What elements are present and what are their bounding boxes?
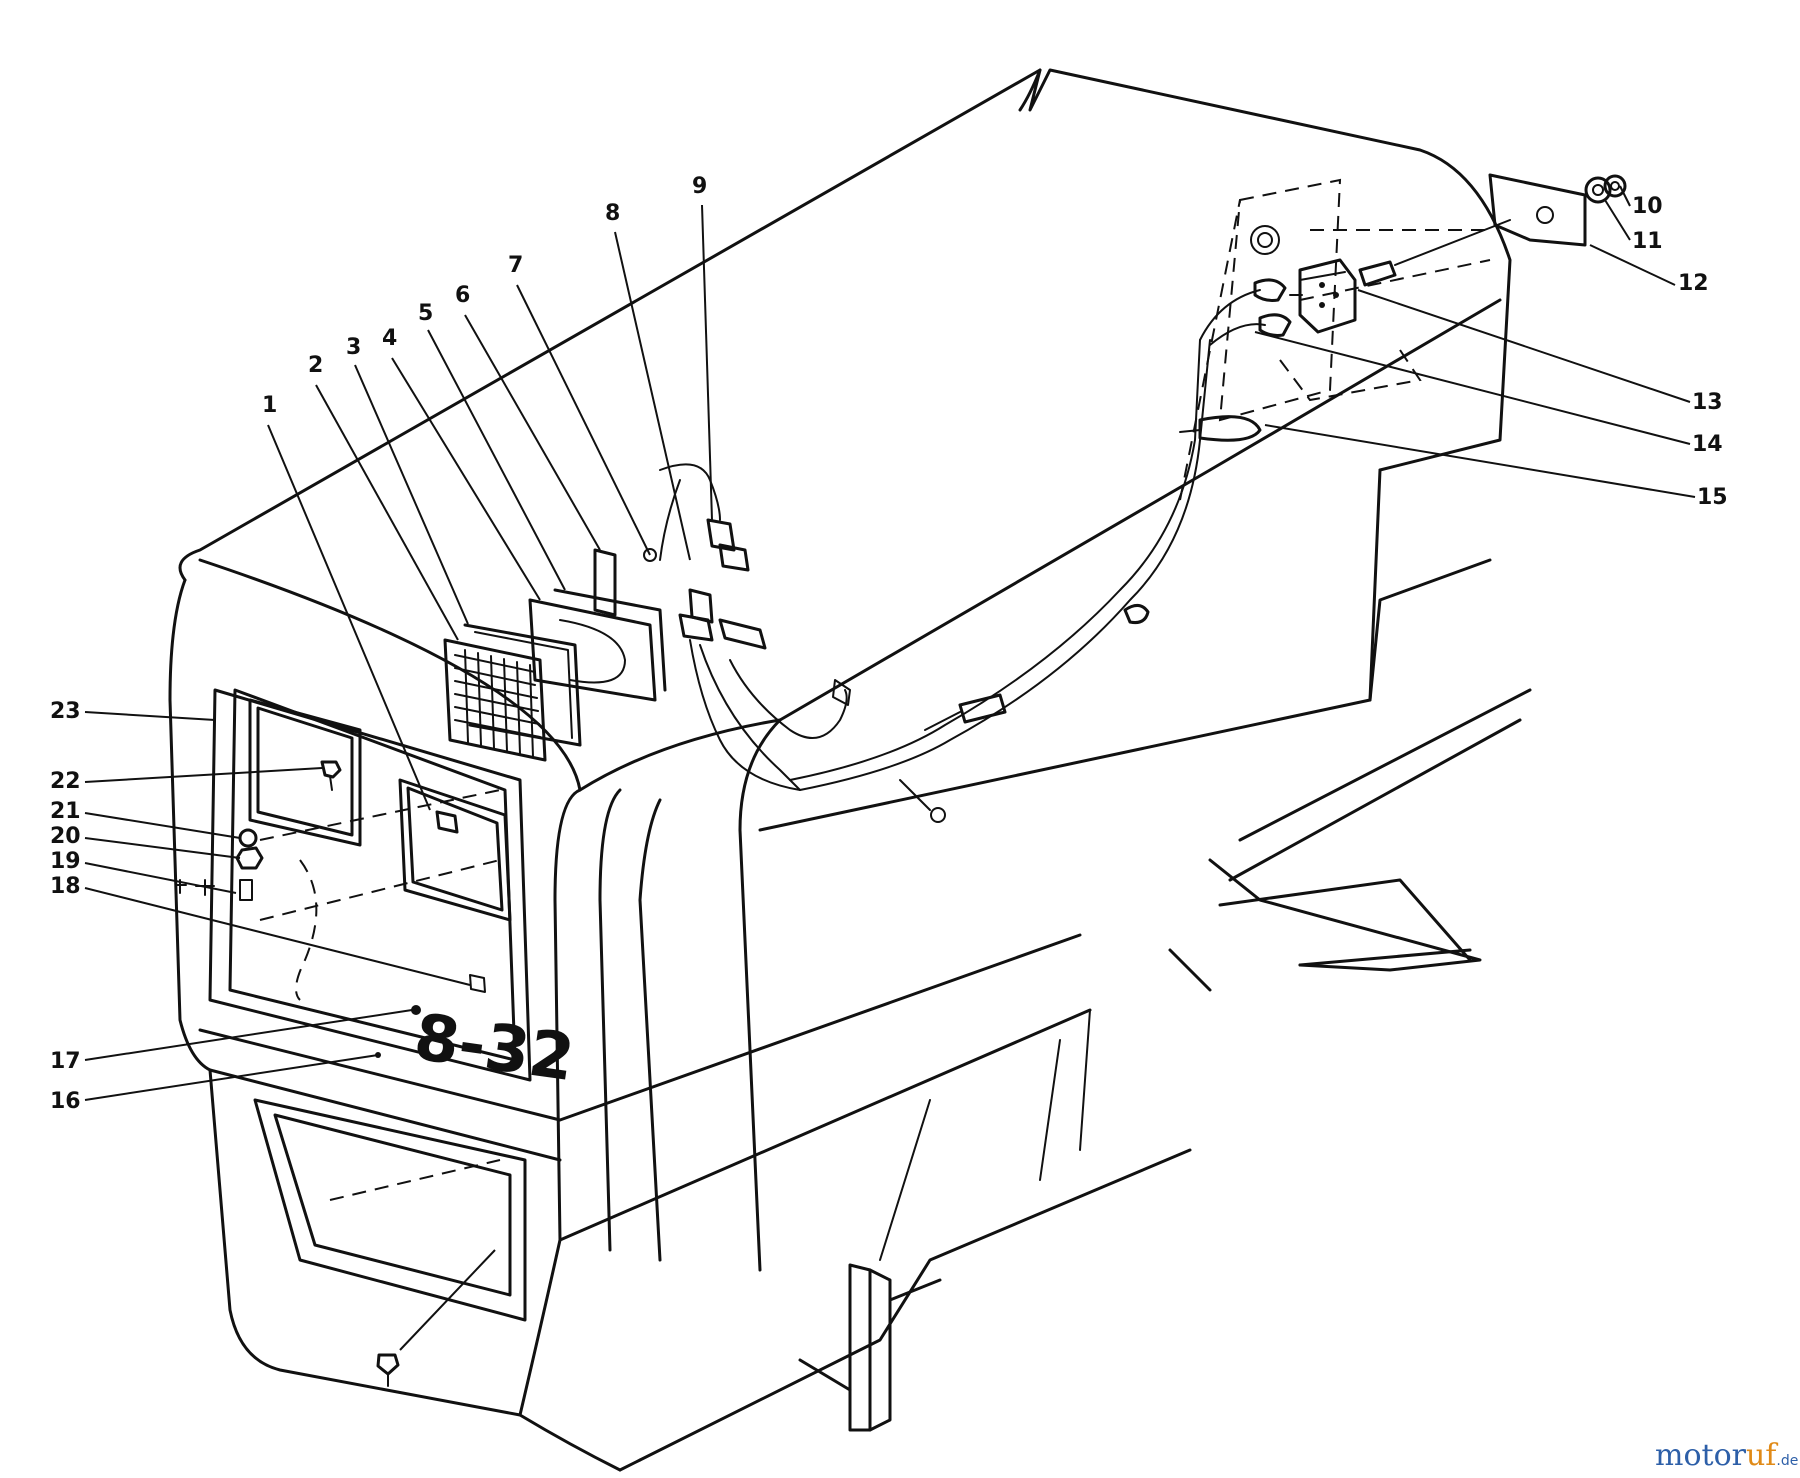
callout-8: 8 [605,201,620,226]
callout-20: 20 [50,824,81,849]
watermark-tld: .de [1776,1453,1798,1469]
callout-19: 19 [50,849,81,874]
wiring-harness [659,278,1292,823]
callout-1: 1 [262,393,277,418]
callout-14: 14 [1692,432,1723,457]
frame-right [1168,688,1532,992]
callout-4: 4 [382,326,397,351]
headlight-lens-grid [454,649,541,758]
callout-labels: 1 2 3 4 5 6 7 8 9 10 11 12 13 14 15 16 1… [50,174,1728,1114]
callout-10: 10 [1632,194,1663,219]
watermark-part2: uf [1746,1438,1778,1473]
svg-text:motoruf.de: motoruf.de [1655,1438,1798,1473]
callout-5: 5 [418,301,433,326]
callout-18: 18 [50,874,81,899]
callout-2: 2 [308,353,323,378]
headlight-assembly [443,548,767,762]
callout-15: 15 [1697,485,1728,510]
dash-panel [1179,173,1627,501]
hood-outline [168,68,1512,1472]
callout-17: 17 [50,1049,81,1074]
watermark-part1: motor [1655,1438,1747,1473]
watermark-logo: motoruf.de [1655,1438,1798,1473]
callout-11: 11 [1632,229,1663,254]
callout-7: 7 [508,253,523,278]
callout-23: 23 [50,699,81,724]
callout-21: 21 [50,799,81,824]
leader-lines [84,185,1696,1351]
grille-hardware [175,760,486,1387]
callout-13: 13 [1692,390,1723,415]
callout-12: 12 [1678,271,1709,296]
front-grille [208,688,532,1322]
callout-9: 9 [692,174,707,199]
callout-6: 6 [455,283,470,308]
model-decal: 8-32 [410,1001,579,1097]
callout-3: 3 [346,335,361,360]
callout-22: 22 [50,769,81,794]
callout-16: 16 [50,1089,81,1114]
